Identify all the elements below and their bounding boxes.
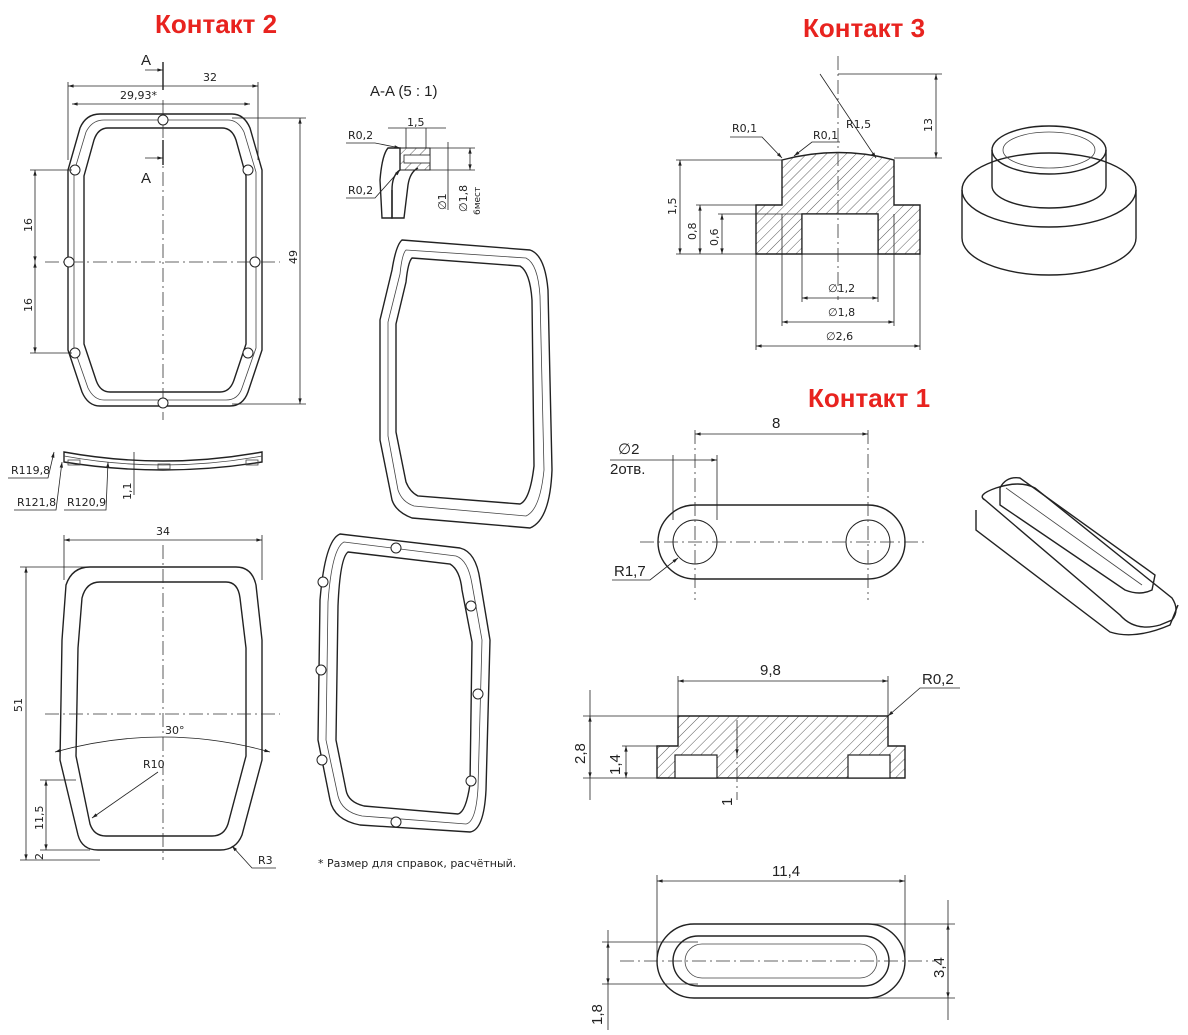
dim-c3-d1: ∅1,2 xyxy=(828,282,855,295)
radius-r1-5: R1,5 xyxy=(846,118,871,131)
dim-c1-hole-d: ∅2 xyxy=(618,441,639,458)
radius-r0-1-left: R0,1 xyxy=(732,122,757,135)
contact2-top-view: A A 32 29,93* 49 16 16 xyxy=(22,52,306,420)
dim-c3-total: 13 xyxy=(922,118,935,132)
radius-r0-1-right: R0,1 xyxy=(813,129,838,142)
contact2-side-view: 1,1 R119,8 R121,8 R120,9 xyxy=(8,451,263,511)
radius-r120-9: R120,9 xyxy=(67,496,106,509)
title-contact-2: Контакт 2 xyxy=(155,9,277,39)
dim-section-depth: 1,5 xyxy=(407,116,425,129)
contact2-3d-view-upper xyxy=(379,239,553,529)
dim-bottom-width: 34 xyxy=(156,525,170,538)
dim-width-ref: 29,93* xyxy=(120,89,157,102)
dim-bottom-height: 51 xyxy=(12,698,25,712)
contact1-bottom-view: 11,4 3,4 1,8 xyxy=(589,863,955,1030)
dim-count: 6мест xyxy=(473,187,483,215)
dim-h1: 11,5 xyxy=(33,806,46,831)
dim-c1-length: 9,8 xyxy=(760,662,781,679)
contact1-3d-view xyxy=(975,477,1179,636)
radius-c1-r0-2: R0,2 xyxy=(922,671,954,688)
dim-c1-inner-width: 1,8 xyxy=(589,1004,606,1025)
contact2-bottom-view: 34 51 30° R10 11,5 2 R3 xyxy=(12,525,280,869)
dim-angle: 30° xyxy=(165,724,185,737)
radius-r3: R3 xyxy=(258,854,273,867)
dim-c3-flange: 0,8 xyxy=(686,223,699,241)
radius-r119-8: R119,8 xyxy=(11,464,50,477)
note-reference-dimension: * Размер для справок, расчётный. xyxy=(318,857,516,870)
radius-r10: R10 xyxy=(143,758,165,771)
dim-c3-body: 1,5 xyxy=(666,198,679,216)
section-title: A-A (5 : 1) xyxy=(370,83,438,100)
dim-c1-width: 3,4 xyxy=(931,957,948,978)
radius-top: R0,2 xyxy=(348,129,373,142)
contact2-3d-view-lower xyxy=(315,533,491,833)
dim-c1-overall-length: 11,4 xyxy=(772,863,800,880)
dim-boss-diameter: ∅1,8 xyxy=(457,185,470,212)
dim-c1-hole-count: 2отв. xyxy=(610,461,645,478)
contact1-section: 9,8 R0,2 2,8 1,4 1 xyxy=(572,662,960,806)
radius-c1-r1-7: R1,7 xyxy=(614,563,646,580)
radius-r121-8: R121,8 xyxy=(17,496,56,509)
dim-c3-d3: ∅2,6 xyxy=(826,330,853,343)
title-contact-1: Контакт 1 xyxy=(808,383,930,413)
dim-c1-pitch: 8 xyxy=(772,415,780,432)
dim-c1-body: 1,4 xyxy=(607,754,624,775)
contact1-top-view: 8 ∅2 2отв. R1,7 xyxy=(610,415,925,600)
section-mark-a-top: A xyxy=(141,52,151,69)
dim-h2: 2 xyxy=(33,853,46,860)
contact2-section-aa: A-A (5 : 1) 1,5 ∅1 ∅1,8 6мест R0,2 R0,2 xyxy=(346,83,483,219)
dim-pitch-lower: 16 xyxy=(22,298,35,312)
dim-c1-foot: 1 xyxy=(719,798,736,806)
radius-bottom: R0,2 xyxy=(348,184,373,197)
dim-height: 49 xyxy=(287,250,300,264)
dim-side-thickness: 1,1 xyxy=(121,483,134,501)
dim-c3-d2: ∅1,8 xyxy=(828,306,855,319)
dim-hole-diameter: ∅1 xyxy=(436,193,449,210)
contact3-section: 1,5 0,8 0,6 13 R1,5 R0,1 R0,1 ∅1,2 ∅1,8 … xyxy=(666,56,942,350)
title-contact-3: Контакт 3 xyxy=(803,13,925,43)
section-mark-a-bottom: A xyxy=(141,170,151,187)
dim-c3-recess: 0,6 xyxy=(708,229,721,247)
contact3-3d-view xyxy=(961,125,1137,276)
dim-c1-height: 2,8 xyxy=(572,743,589,764)
dim-pitch-upper: 16 xyxy=(22,218,35,232)
dim-width-total: 32 xyxy=(203,71,217,84)
